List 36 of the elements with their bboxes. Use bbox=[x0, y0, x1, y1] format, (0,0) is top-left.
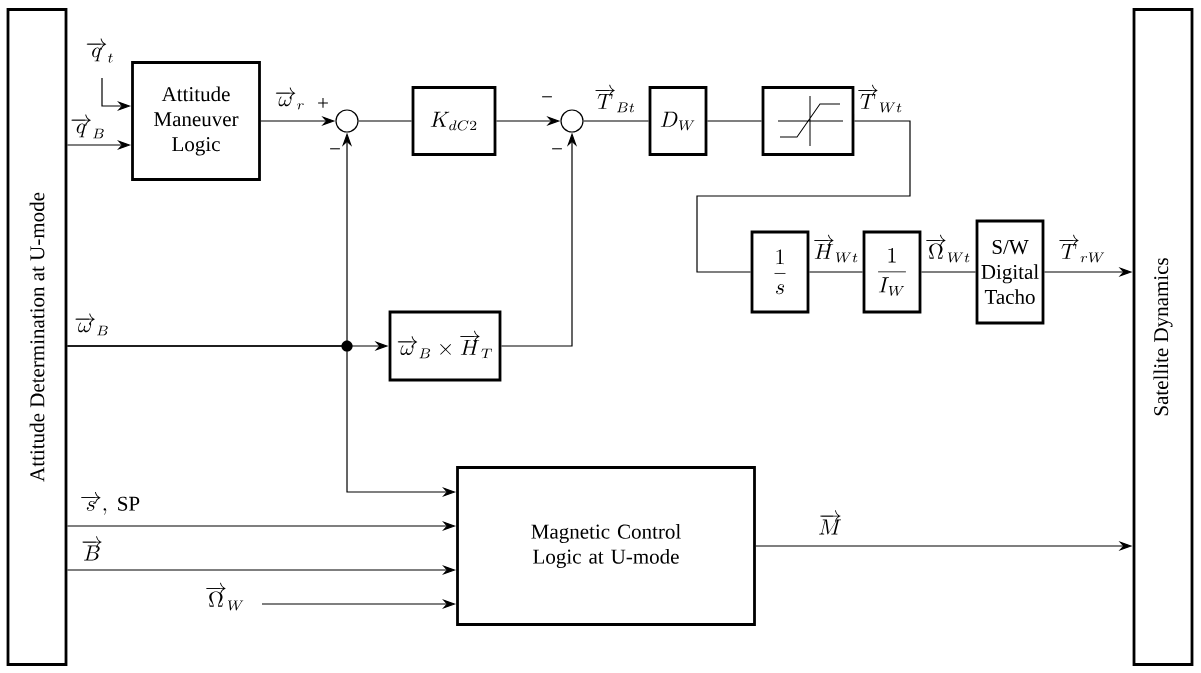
integrator-block: $\frac{1}{s}$ bbox=[750, 230, 810, 314]
gain-block: $\frac{1}{I_{W}}$ bbox=[862, 230, 922, 314]
signal-label: $\overrightarrow{T}_{Wt}$ bbox=[854, 84, 906, 115]
sign-label: − bbox=[552, 148, 562, 150]
signal-line bbox=[808, 271, 864, 273]
signal-label: $\overrightarrow{q}_{B}$ bbox=[68, 114, 108, 141]
signal-label: $\overrightarrow{q}_{t}$ bbox=[83, 38, 117, 65]
system-block: Satellite Dynamics bbox=[1132, 8, 1194, 666]
sign-label: − bbox=[330, 148, 340, 150]
signal-label: $\overrightarrow{T}_{Bt}$ bbox=[592, 84, 638, 115]
signal-line bbox=[706, 120, 763, 122]
signal-label: $\overrightarrow{s},\ \mathrm{SP}$ bbox=[77, 491, 143, 517]
cross-product-block: $\overrightarrow{\omega}_{B}\times\overrightarrow{H}_{T}$ bbox=[388, 310, 502, 382]
signal-label: $\overrightarrow{H}_{Wt}$ bbox=[810, 234, 862, 265]
tacho-block: S/W Digital Tacho bbox=[975, 219, 1045, 325]
signal-label: $\overrightarrow{\omega}_{r}$ bbox=[272, 87, 308, 112]
signal-line bbox=[358, 120, 413, 122]
signal-label: $\overrightarrow{T}_{rW}$ bbox=[1056, 234, 1108, 265]
signal-line bbox=[920, 271, 977, 273]
signal-line bbox=[696, 120, 911, 273]
sign-label: − bbox=[542, 96, 552, 98]
gain-block: $K_{dC2}$ bbox=[411, 86, 497, 156]
logic-block: Magnetic Control Logic at U-mode bbox=[456, 466, 756, 626]
signal-label: $\overrightarrow{\Omega}_{Wt}$ bbox=[922, 234, 974, 265]
summing-junction bbox=[335, 109, 359, 133]
signal-label: $\overrightarrow{M}$ bbox=[816, 510, 844, 537]
sign-label: + bbox=[318, 98, 328, 108]
signal-label: $\overrightarrow{B}$ bbox=[79, 536, 105, 563]
gain-block: $D_{W}$ bbox=[648, 86, 708, 156]
signal-label: $\overrightarrow{\Omega}_{W}$ bbox=[202, 582, 248, 613]
signal-line bbox=[583, 120, 650, 122]
system-block: Attitude Determination at U-mode bbox=[6, 8, 68, 666]
summing-junction bbox=[560, 109, 584, 133]
saturation-block bbox=[761, 86, 855, 156]
logic-block: Attitude Maneuver Logic bbox=[131, 61, 261, 181]
signal-label: $\overrightarrow{\omega}_{B}$ bbox=[72, 313, 112, 338]
